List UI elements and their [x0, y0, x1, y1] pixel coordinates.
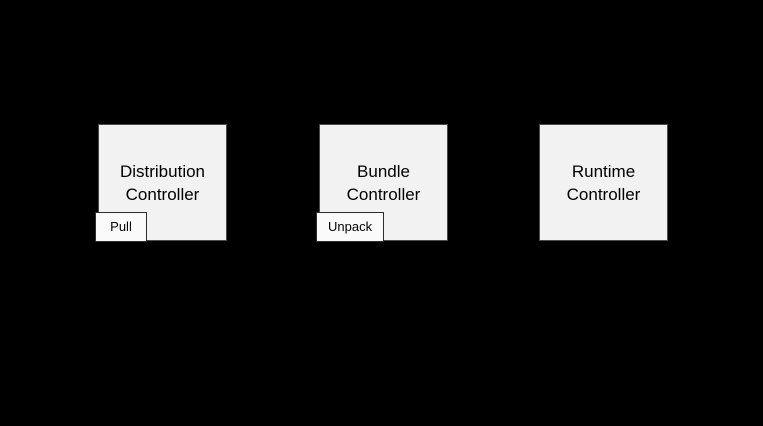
node-runtime-controller: Runtime Controller — [539, 124, 668, 241]
node-bundle-controller: Bundle Controller Unpack — [316, 124, 448, 242]
node-distribution-controller-label: Distribution Controller — [119, 161, 206, 204]
badge-unpack-label: Unpack — [328, 219, 373, 234]
node-bundle-controller-label: Bundle Controller — [346, 161, 421, 204]
node-runtime-controller-label: Runtime Controller — [566, 161, 641, 204]
badge-pull-label: Pull — [110, 219, 132, 234]
badge-unpack-operation: Unpack — [316, 211, 385, 242]
badge-pull-operation: Pull — [95, 211, 147, 242]
node-distribution-controller: Distribution Controller Pull — [95, 124, 227, 242]
